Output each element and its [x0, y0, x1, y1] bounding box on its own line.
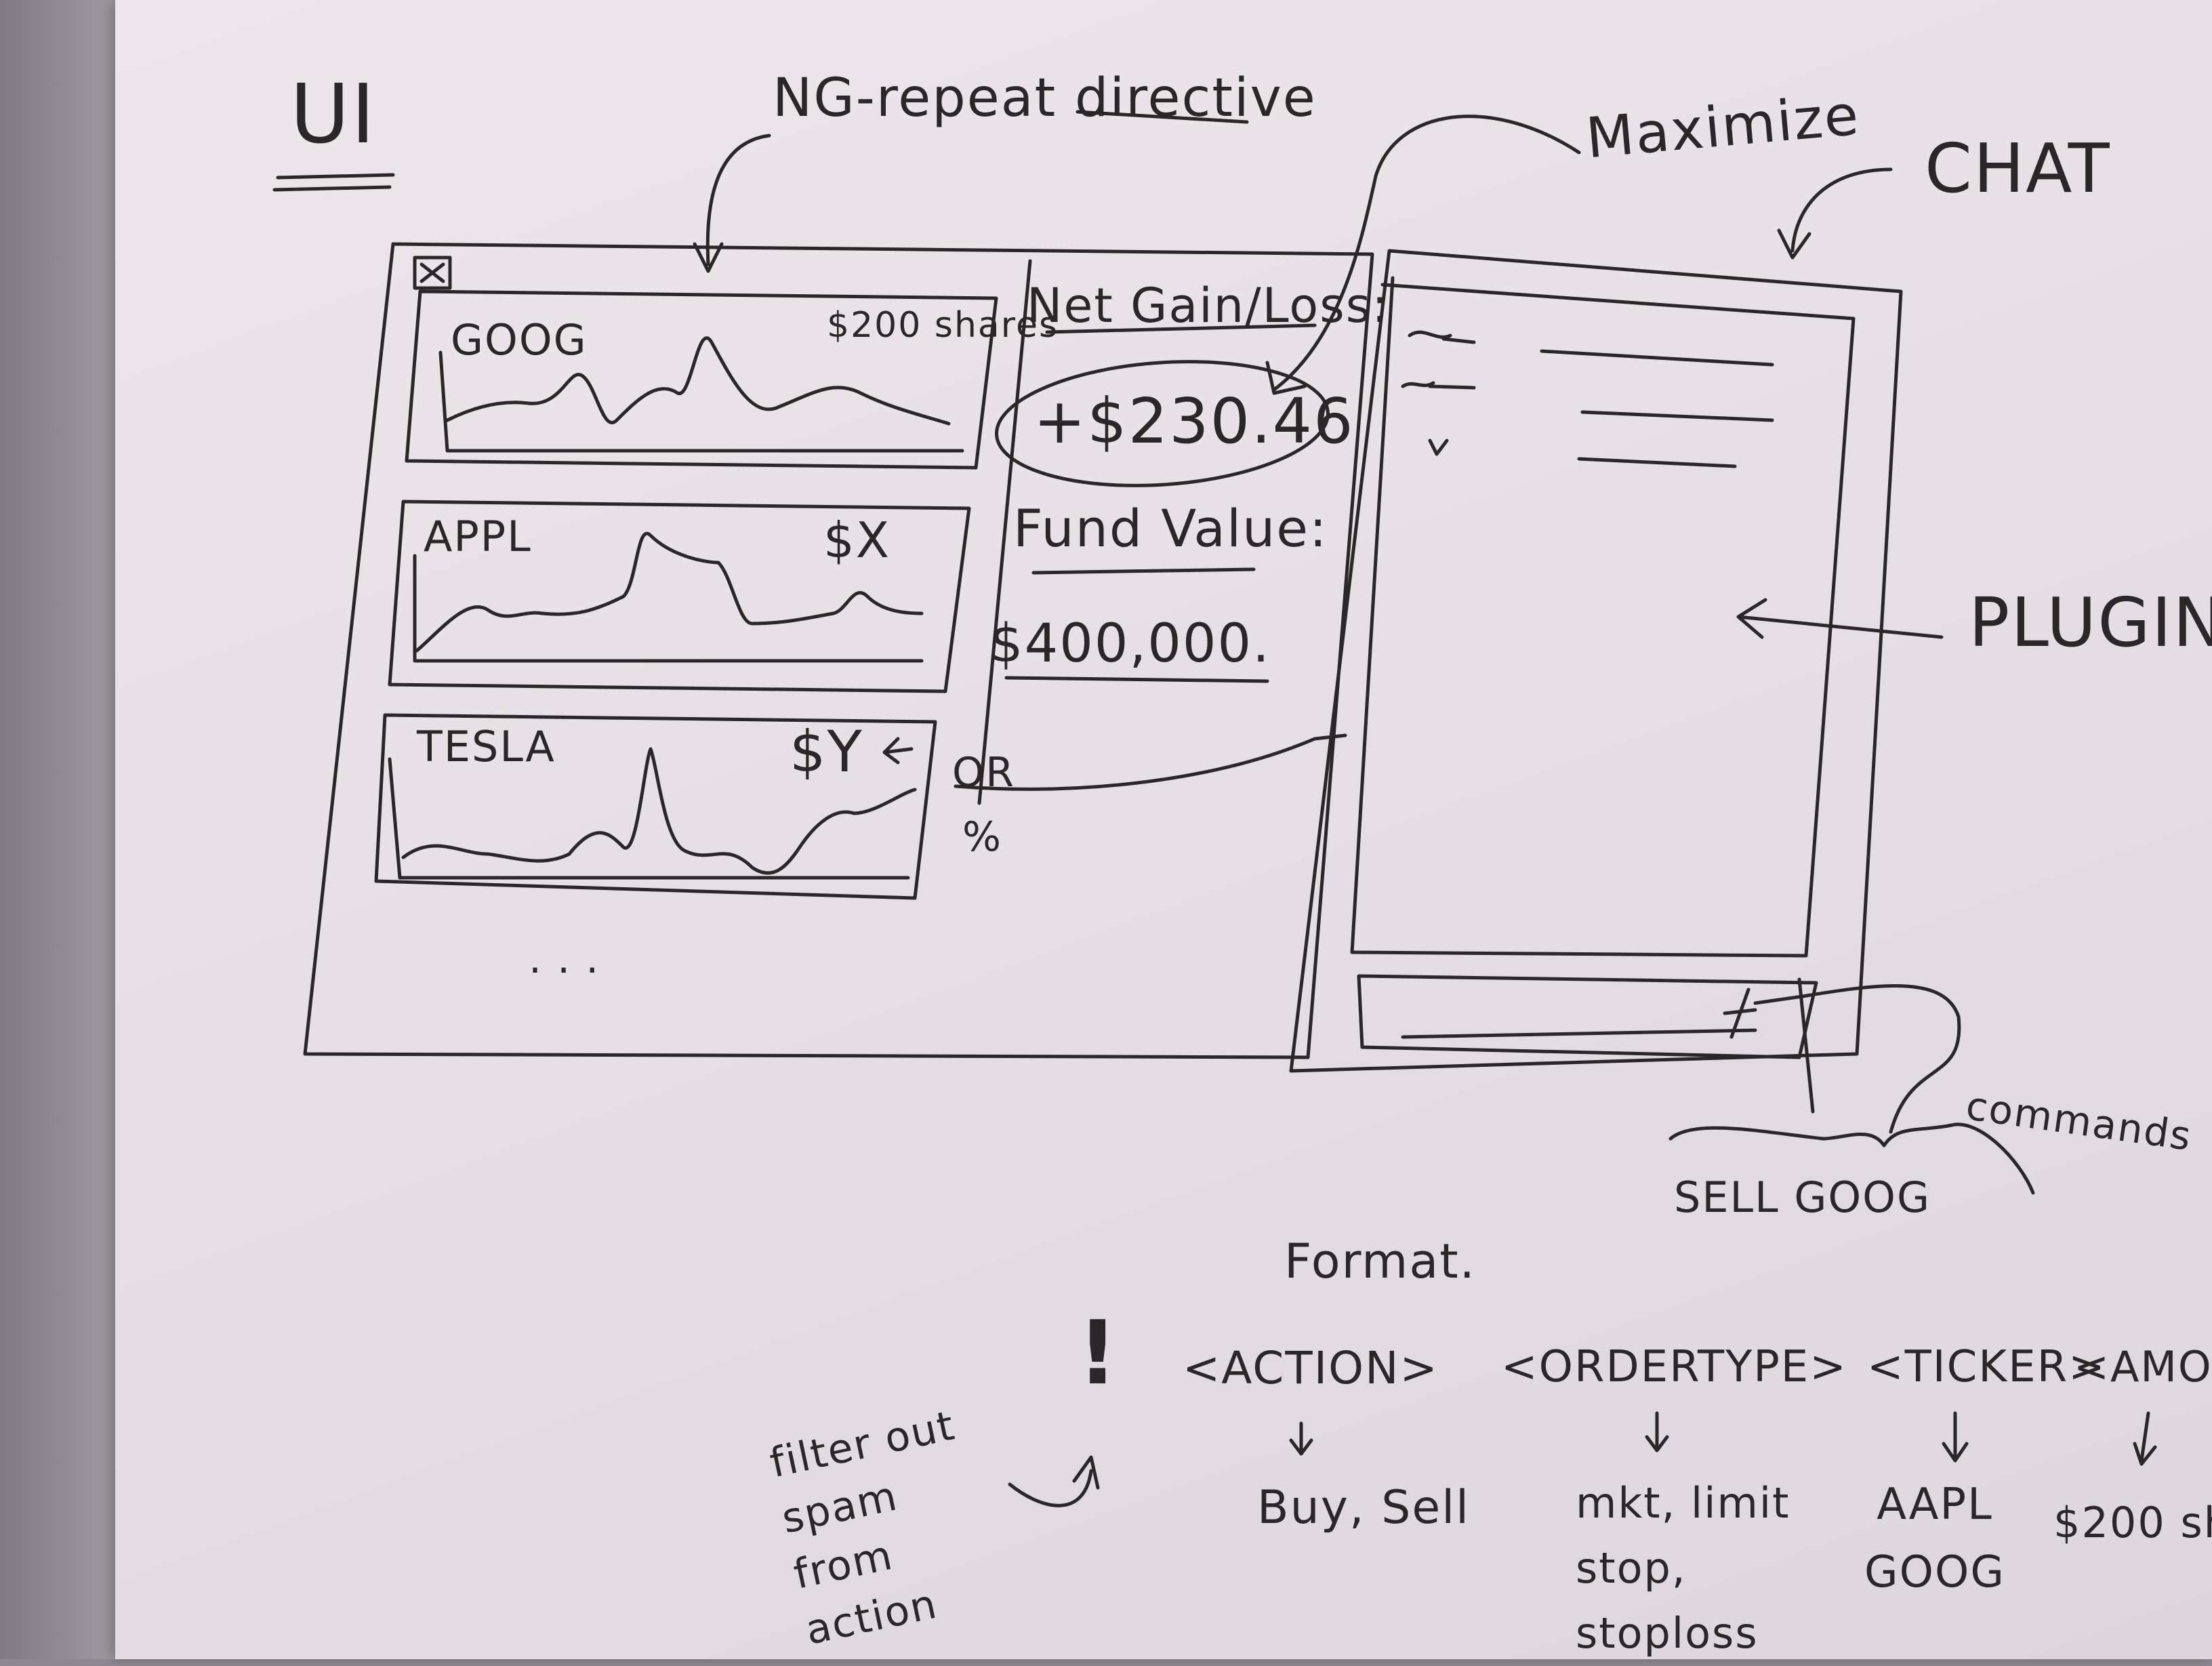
heading-underline: [272, 173, 395, 192]
chat-label: CHAT: [1925, 129, 2111, 208]
format-field-amount: <AMOUNT: [2074, 1342, 2212, 1391]
chat-scroll-edge: [1797, 977, 1815, 1114]
filter-arrow: [1008, 1455, 1100, 1507]
tesla-value: $Y: [790, 718, 863, 785]
net-gain-loss-value: +$230.46: [1033, 385, 1355, 458]
chat-avatar-1: [1408, 330, 1476, 344]
ordertype-examples: mkt, limit stop, stoploss: [1576, 1478, 1790, 1658]
stats-divider: [977, 259, 1032, 805]
plugin-label: PLUGIN: [1969, 583, 2212, 662]
appl-ticker: APPL: [424, 512, 532, 561]
dashboard-frame: [303, 242, 1374, 1059]
cursor-mark: [1723, 988, 1757, 1039]
chat-panel-frame: [1289, 249, 1903, 1073]
ng-repeat-arrow: [693, 134, 771, 273]
action-arrow: [1289, 1421, 1313, 1456]
chat-message-2: [1577, 410, 1774, 468]
maximize-arrow: [1265, 115, 1581, 395]
ordertype-arrow: [1645, 1411, 1669, 1452]
connector-line: [954, 733, 1347, 791]
commands-brace: [1668, 1122, 2035, 1195]
appl-card-frame: [388, 500, 971, 693]
chat-avatar-3: [1428, 439, 1449, 456]
goog-card-frame: [405, 289, 998, 470]
net-label-underline: [1045, 323, 1317, 334]
amount-examples: $200 sh: [2053, 1498, 2212, 1547]
format-field-action: <ACTION>: [1183, 1342, 1439, 1394]
heading: UI: [290, 68, 377, 162]
more-indicator: . . .: [529, 935, 600, 983]
goog-ticker: GOOG: [451, 315, 588, 365]
tesla-or-arrow: [882, 737, 914, 765]
tesla-axes: [388, 757, 910, 880]
format-field-ticker: <TICKER>: [1867, 1342, 2106, 1392]
chat-input-line: [1401, 1028, 1757, 1039]
plugin-arrow: [1736, 598, 1944, 639]
background-sheet: [0, 0, 121, 1659]
appl-sparkline: [415, 531, 924, 653]
tesla-card-frame: [374, 713, 937, 900]
action-examples: Buy, Sell: [1257, 1481, 1471, 1535]
ng-repeat-label: NG-repeat directive: [773, 68, 1317, 129]
appl-axes: [413, 554, 924, 663]
chat-inner-frame: [1350, 276, 1856, 958]
fund-value-underline: [1004, 676, 1269, 683]
percent-label: %: [962, 813, 1003, 861]
ticker-arrow: [1942, 1411, 1969, 1463]
directive-underline: [1076, 110, 1249, 124]
goog-axes: [438, 350, 964, 453]
chat-header-line: [1380, 283, 1856, 321]
goog-value: $200 shares: [827, 305, 1059, 346]
net-gain-loss-label: Net Gain/Loss:: [1027, 278, 1389, 333]
command-prefix: !: [1078, 1301, 1120, 1404]
or-label: OR: [952, 749, 1015, 796]
tesla-sparkline: [401, 747, 917, 875]
appl-value: $X: [823, 512, 891, 569]
tesla-ticker: TESLA: [417, 722, 556, 771]
goog-sparkline: [445, 336, 951, 426]
amount-arrow: [2133, 1411, 2157, 1466]
fund-label-underline: [1031, 567, 1256, 575]
fund-value-label: Fund Value:: [1013, 498, 1328, 558]
fund-value-amount: $400,000.: [989, 613, 1271, 674]
format-title: Format.: [1284, 1234, 1476, 1289]
ticker-examples: AAPL GOOG: [1864, 1480, 2005, 1598]
chat-avatar-2: [1401, 381, 1476, 390]
paper-sheet: [115, 0, 2212, 1659]
chat-arrow: [1777, 167, 1893, 260]
chat-input-example: SELL GOOG: [1674, 1173, 1931, 1222]
commands-arrow: [1753, 984, 1961, 1134]
net-value-oval: [995, 360, 1330, 487]
chat-input-box: [1357, 974, 1818, 1059]
filter-note: filter out spam from action: [766, 1402, 960, 1654]
format-field-ordertype: <ORDERTYPE>: [1501, 1342, 1847, 1392]
maximize-icon: [413, 256, 452, 290]
chat-message-1: [1540, 349, 1774, 367]
